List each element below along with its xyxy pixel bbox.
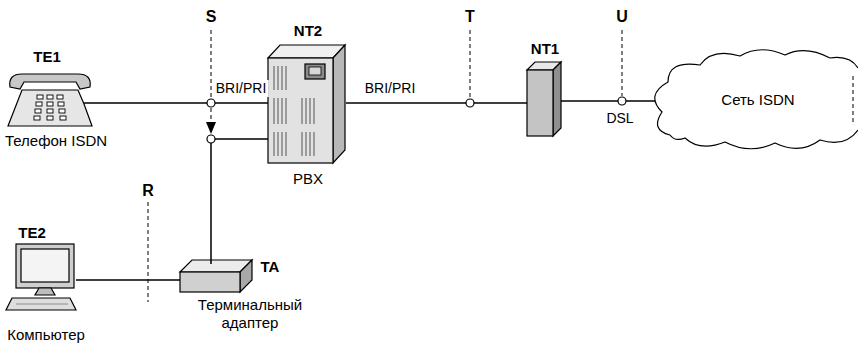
interface-label: BRI/PRI bbox=[363, 80, 418, 97]
reference-arrowhead bbox=[206, 122, 216, 134]
terminal-adapter-node: TAТерминальный адаптер bbox=[180, 260, 252, 292]
reference-point bbox=[207, 99, 215, 107]
telephone-node: TE1Телефон ISDN bbox=[8, 74, 84, 127]
node-caption: Компьютер bbox=[7, 326, 85, 344]
node-id: NT1 bbox=[531, 40, 559, 58]
node-id: TE2 bbox=[18, 224, 46, 242]
node-id: TA bbox=[261, 258, 280, 276]
interface-label: BRI/PRI bbox=[214, 80, 269, 97]
nt1-node: NT1 bbox=[527, 62, 561, 136]
pbx-node: NT2PBX bbox=[268, 45, 346, 163]
network-name: Сеть ISDN bbox=[721, 91, 794, 109]
reference-point bbox=[207, 135, 215, 143]
node-caption: Телефон ISDN bbox=[5, 132, 107, 150]
interface-label: DSL bbox=[604, 110, 635, 127]
telephone-icon bbox=[8, 74, 92, 126]
line-connector bbox=[211, 139, 268, 264]
line-connector bbox=[346, 102, 527, 104]
reference-point bbox=[618, 97, 626, 105]
reference-line bbox=[148, 30, 622, 302]
line-connector bbox=[76, 279, 180, 281]
node-id: NT2 bbox=[294, 22, 322, 40]
reference-point-label: R bbox=[142, 182, 154, 200]
computer-icon bbox=[6, 244, 76, 310]
reference-point-label: U bbox=[616, 8, 628, 26]
line-connector bbox=[561, 100, 655, 102]
computer-node: TE2Компьютер bbox=[6, 244, 76, 310]
node-caption: Терминальный адаптер bbox=[185, 296, 315, 332]
reference-point bbox=[466, 99, 474, 107]
reference-point-label: S bbox=[206, 8, 217, 26]
network-cloud-outline bbox=[655, 50, 858, 149]
nt1-icon bbox=[527, 62, 561, 136]
reference-point-label: T bbox=[465, 8, 475, 26]
line-connector bbox=[84, 102, 268, 104]
network-cloud: Сеть ISDN bbox=[655, 50, 858, 150]
node-caption: PBX bbox=[293, 170, 323, 188]
ta-icon bbox=[180, 260, 252, 292]
node-id: TE1 bbox=[33, 48, 61, 66]
pbx-icon bbox=[268, 45, 345, 163]
